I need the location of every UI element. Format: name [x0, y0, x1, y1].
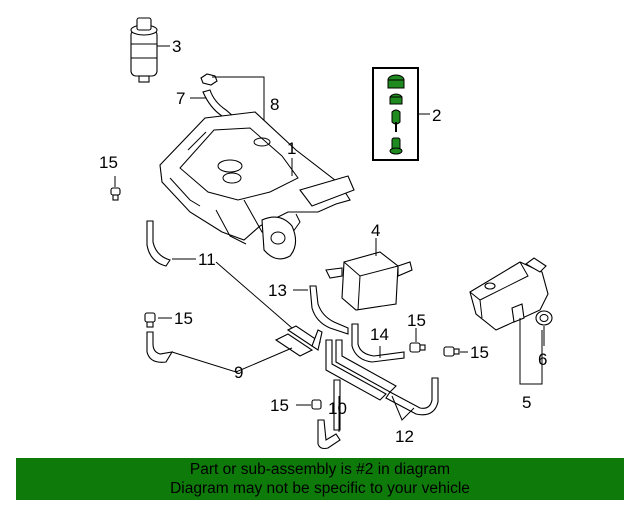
leader-9: [171, 347, 293, 373]
part-9-hose: [146, 325, 323, 363]
callout-15d: 15: [270, 396, 289, 415]
callout-6: 6: [538, 350, 547, 369]
callout-8: 8: [270, 95, 279, 114]
part-2-mount-kit[interactable]: [372, 67, 419, 161]
callout-15e: 15: [470, 343, 489, 362]
callout-15b: 15: [407, 311, 426, 330]
part-1-housing: [159, 111, 355, 260]
callout-3: 3: [172, 37, 181, 56]
part-11-hose: [146, 220, 171, 267]
part-15-fitting-e: [443, 346, 460, 357]
leader-12: [391, 395, 415, 421]
part-6-cap: [535, 310, 553, 326]
callout-2: 2: [432, 106, 441, 125]
banner-line-2: Diagram may not be specific to your vehi…: [170, 480, 470, 497]
part-10-tube: [317, 339, 397, 450]
callout-15c: 15: [174, 309, 193, 328]
callout-12: 12: [395, 427, 414, 446]
callout-10: 10: [328, 399, 347, 418]
banner-line-1: Part or sub-assembly is #2 in diagram: [189, 461, 451, 478]
part-15-fitting-b: [409, 342, 426, 353]
callout-7: 7: [176, 89, 185, 108]
callout-11: 11: [198, 250, 216, 269]
leader-5: [519, 318, 543, 385]
part-15-fitting-a: [110, 187, 121, 201]
callout-4: 4: [371, 221, 380, 240]
callout-1: 1: [287, 139, 296, 158]
callout-9: 9: [234, 363, 243, 382]
part-3-canister: [130, 17, 158, 83]
part-14-hose: [351, 323, 405, 363]
part-4-bracket: [325, 251, 413, 311]
part-5-canister: [469, 257, 549, 331]
part-15-fitting-c: [144, 312, 156, 328]
callout-13: 13: [268, 281, 287, 300]
part-13-hose: [309, 285, 349, 335]
callout-14: 14: [370, 325, 389, 344]
parts-diagram: 3 7 8 2 15: [99, 17, 553, 450]
leader-11b: [215, 261, 293, 329]
part-12-tube: [385, 377, 439, 416]
callout-5: 5: [522, 393, 531, 412]
part-15-fitting-d: [311, 399, 322, 410]
callout-15a: 15: [99, 153, 118, 172]
info-banner: Part or sub-assembly is #2 in diagram Di…: [16, 458, 624, 500]
